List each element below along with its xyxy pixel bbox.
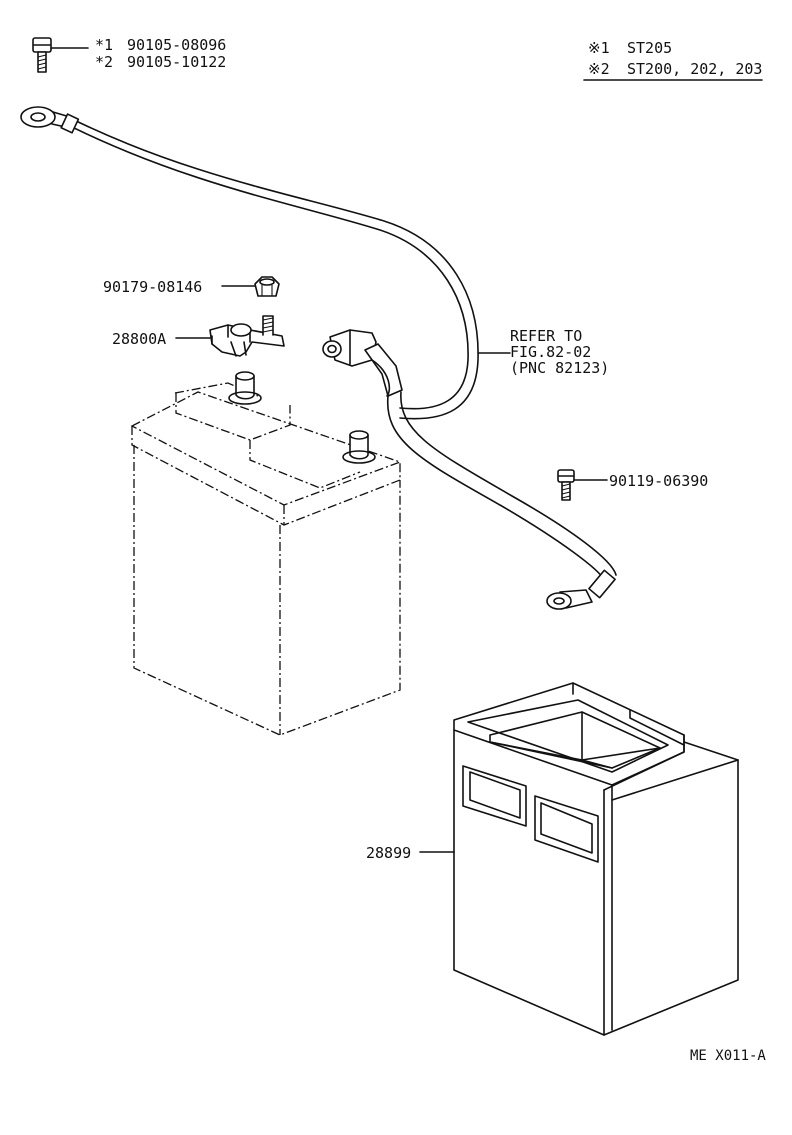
bolt-hold-down-icon: [557, 469, 575, 501]
battery-tray: [453, 682, 739, 1036]
bolt-note-part-2: 90105-10122: [127, 53, 226, 71]
bolt-part-number: 90119-06390: [609, 472, 708, 490]
clamp-part-number: 28800A: [112, 330, 166, 348]
refer-line-3: (PNC 82123): [510, 359, 609, 377]
terminal-clamp-icon: [209, 315, 285, 357]
legend-text-1: ST205: [627, 39, 672, 57]
bolt-icon: [32, 37, 52, 73]
ground-cable: [20, 106, 479, 420]
bolt-note-part-1: 90105-08096: [127, 36, 226, 54]
tray-part-number: 28899: [366, 844, 411, 862]
legend-mark-2: ※2: [588, 60, 610, 78]
refer-line-1: REFER TO: [510, 327, 582, 345]
battery-cable: [322, 329, 617, 610]
refer-line-2: FIG.82-02: [510, 343, 591, 361]
legend-mark-1: ※1: [588, 39, 610, 57]
battery-outline: [130, 371, 402, 736]
bolt-note-mark-1: *1: [95, 36, 113, 54]
bolt-note-mark-2: *2: [95, 53, 113, 71]
nut-icon: [254, 276, 280, 297]
nut-part-number: 90179-08146: [103, 278, 202, 296]
legend-text-2: ST200, 202, 203: [627, 60, 762, 78]
figure-code: ME X011-A: [690, 1048, 766, 1064]
